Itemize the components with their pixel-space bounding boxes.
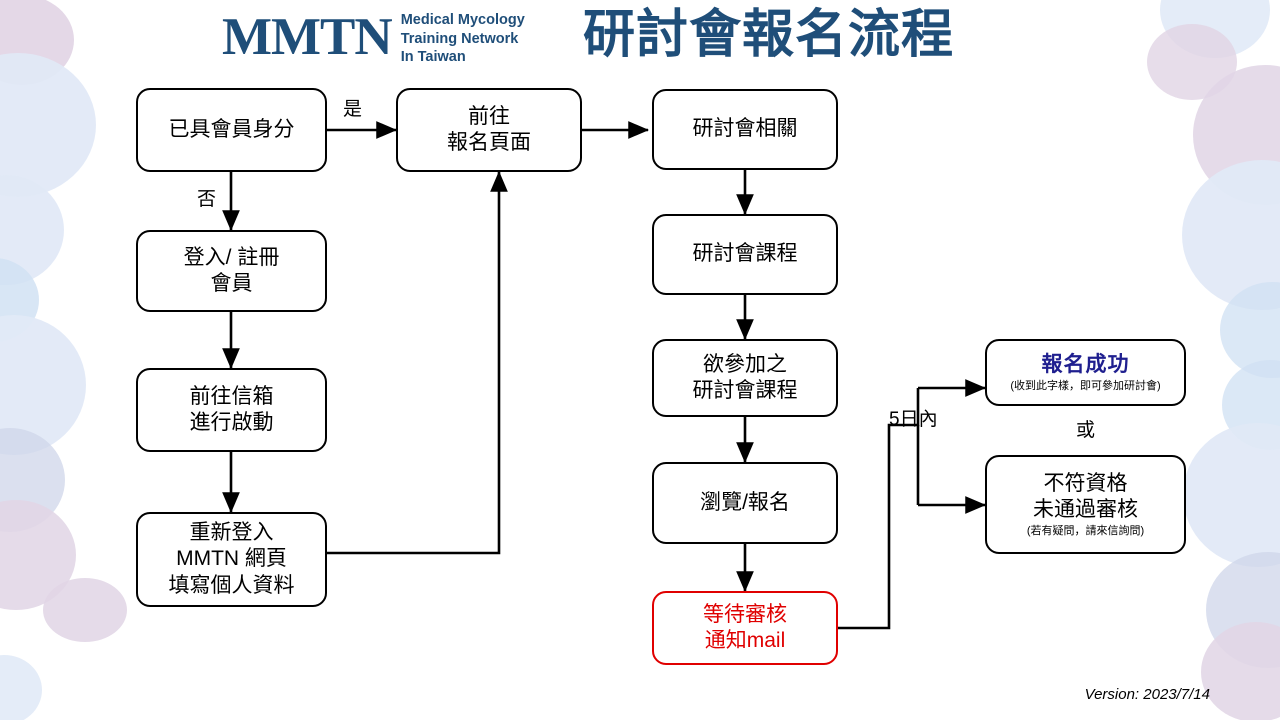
logo-wordmark: MMTN — [222, 8, 393, 67]
node-choose-course[interactable]: 欲參加之 研討會課程 — [652, 339, 838, 417]
node-signup-success[interactable]: 報名成功 (收到此字樣，即可參加研討會) — [985, 339, 1186, 406]
signup-rejected-label: 不符資格 未通過審核 — [1033, 471, 1138, 522]
node-activate-mail[interactable]: 前往信箱 進行啟動 — [136, 368, 327, 452]
node-browse-signup[interactable]: 瀏覽/報名 — [652, 462, 838, 544]
signup-rejected-note: (若有疑問，請來信詢問) — [1026, 524, 1145, 537]
version-label: Version: 2023/7/14 — [1084, 686, 1210, 703]
node-seminar-info[interactable]: 研討會相關 — [652, 89, 838, 170]
node-await-review[interactable]: 等待審核 通知mail — [652, 591, 838, 665]
logo-subtitle: Medical Mycology Training Network In Tai… — [400, 12, 525, 66]
node-signup-rejected[interactable]: 不符資格 未通過審核 (若有疑問，請來信詢問) — [985, 455, 1186, 554]
signup-success-label: 報名成功 — [1041, 353, 1130, 377]
edge-relogin-loop — [327, 177, 501, 555]
signup-success-note: (收到此字樣，即可參加研討會) — [1010, 379, 1161, 392]
mmtn-logo: MMTN Medical Mycology Training Network I… — [222, 8, 525, 67]
edge-await-branch-up — [838, 388, 920, 630]
node-signup-page[interactable]: 前往 報名頁面 — [396, 88, 582, 172]
node-relogin-profile[interactable]: 重新登入 MMTN 網頁 填寫個人資料 — [136, 512, 327, 607]
edge-label-yes: 是 — [343, 99, 363, 120]
node-seminar-courses[interactable]: 研討會課程 — [652, 214, 838, 295]
node-login-register[interactable]: 登入/ 註冊 會員 — [136, 230, 327, 312]
edge-label-within-five-days: 5日內 — [889, 409, 938, 430]
page-title: 研討會報名流程 — [583, 6, 955, 64]
edge-label-no: 否 — [197, 189, 217, 210]
node-member-status[interactable]: 已具會員身分 — [136, 88, 327, 172]
edge-label-or: 或 — [1076, 420, 1096, 441]
